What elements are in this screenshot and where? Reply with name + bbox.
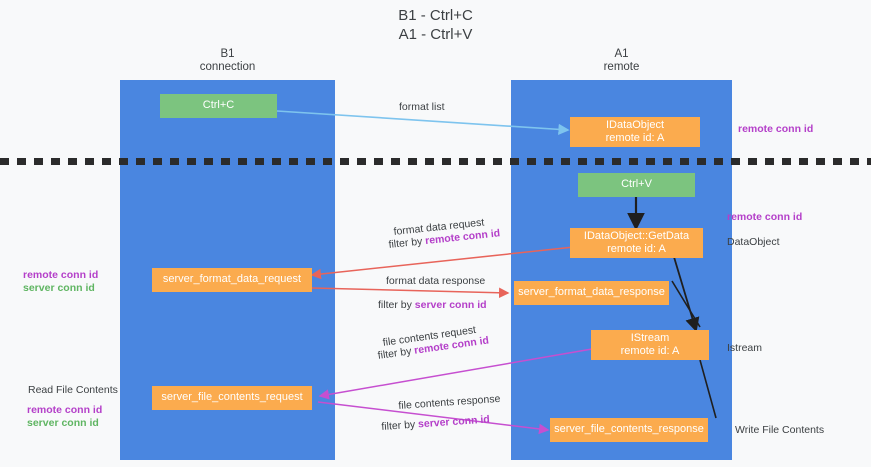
node-ctrl-c[interactable]: Ctrl+C (160, 94, 277, 118)
edge-istream-down (699, 359, 717, 419)
phase-divider (0, 158, 871, 165)
node-server-format-data-response-label: server_format_data_response (518, 286, 665, 299)
node-server-format-data-response[interactable]: server_format_data_response (514, 281, 669, 305)
node-istream-line2: remote id: A (620, 345, 680, 357)
column-header-b1-sub: connection (199, 61, 256, 73)
node-idataobject[interactable]: IDataObject remote id: A (570, 117, 700, 147)
annotation-dataobject: DataObject (727, 236, 780, 248)
column-header-b1: B1 connection (120, 48, 335, 74)
node-ctrl-v[interactable]: Ctrl+V (578, 173, 695, 197)
page-title: B1 - Ctrl+C A1 - Ctrl+V (0, 6, 871, 44)
title-line-1: B1 - Ctrl+C (398, 7, 473, 24)
edge-getdata-istream (673, 256, 700, 333)
column-header-b1-name: B1 (220, 48, 235, 60)
node-istream-line1: IStream (630, 331, 670, 344)
node-server-format-data-request-label: server_format_data_request (162, 273, 302, 286)
edge-response-to-istream (671, 280, 701, 328)
edge-format-data-request (310, 246, 575, 280)
annotation-remote-conn-id-top: remote conn id (738, 123, 814, 135)
annotation-read-file-contents: Read File Contents (28, 384, 118, 396)
node-getdata-line2: remote id: A (607, 243, 666, 255)
column-header-a1-sub: remote (603, 61, 640, 73)
edge-label-format-data-response: format data response (386, 275, 486, 287)
column-header-a1: A1 remote (511, 48, 732, 74)
filter-prefix-1: filter by (388, 235, 426, 251)
node-server-file-contents-request-label: server_file_contents_request (161, 391, 303, 404)
filter-prefix-2: filter by (378, 299, 415, 311)
edge-label-filter-by-server-1: filter by server conn id (378, 299, 487, 312)
title-line-2: A1 - Ctrl+V (398, 26, 473, 43)
node-getdata[interactable]: IDataObject::GetData remote id: A (570, 228, 703, 258)
edge-label-format-list: format list (399, 101, 445, 113)
node-getdata-line1: IDataObject::GetData (583, 229, 690, 242)
filter-key-server-1: server conn id (414, 299, 487, 311)
annotation-left-server-conn-id-bottom: server conn id (27, 417, 99, 429)
node-ctrl-v-label: Ctrl+V (621, 178, 652, 191)
annotation-istream: Istream (727, 342, 763, 354)
node-server-file-contents-response-label: server_file_contents_response (554, 423, 704, 436)
edge-format-list (276, 110, 570, 135)
annotation-remote-conn-id-mid: remote conn id (727, 211, 803, 223)
node-ctrl-c-label: Ctrl+C (202, 99, 235, 112)
filter-prefix-4: filter by (381, 418, 419, 433)
edge-file-contents-response (317, 401, 550, 435)
node-server-file-contents-request[interactable]: server_file_contents_request (152, 386, 312, 410)
edge-format-data-response (311, 287, 510, 299)
edge-file-contents-request (318, 348, 593, 400)
node-idataobject-line1: IDataObject (605, 118, 665, 131)
annotation-left-remote-conn-id-mid: remote conn id (23, 269, 99, 281)
node-server-format-data-request[interactable]: server_format_data_request (152, 268, 312, 292)
annotation-left-server-conn-id-mid: server conn id (23, 282, 95, 294)
annotation-write-file-contents: Write File Contents (735, 424, 825, 436)
node-istream[interactable]: IStream remote id: A (591, 330, 709, 360)
node-idataobject-line2: remote id: A (605, 132, 665, 144)
annotation-left-remote-conn-id-bottom: remote conn id (27, 404, 103, 416)
column-header-a1-name: A1 (614, 48, 629, 60)
node-server-file-contents-response[interactable]: server_file_contents_response (550, 418, 708, 442)
